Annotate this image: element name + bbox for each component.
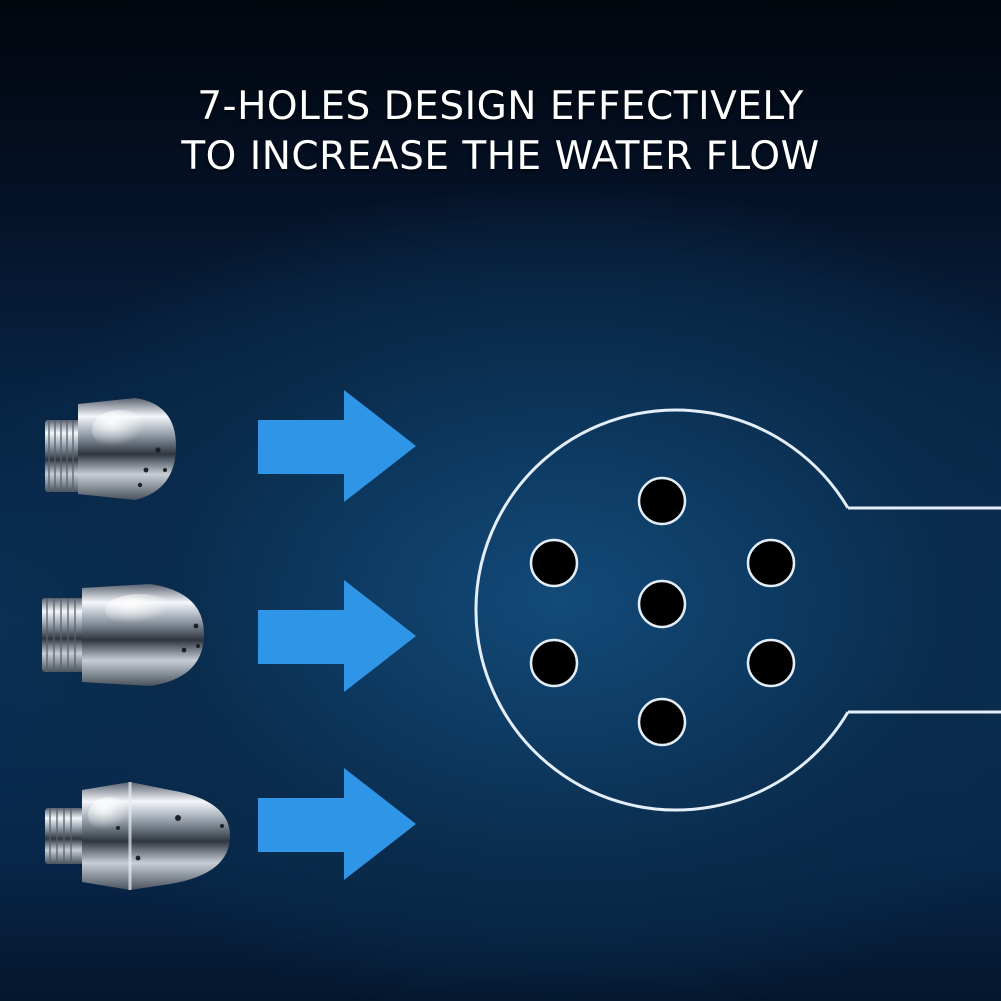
- nozzle-icon: [45, 398, 176, 500]
- headline-line-2: TO INCREASE THE WATER FLOW: [181, 134, 820, 179]
- spray-hole: [637, 579, 687, 629]
- nozzle-icon: [42, 584, 204, 686]
- arrow-right-icon: [258, 768, 416, 880]
- headline: 7-HOLES DESIGN EFFECTIVELY TO INCREASE T…: [0, 82, 1001, 182]
- shower-head-diagram: [474, 408, 1001, 812]
- spray-hole: [637, 697, 687, 747]
- spray-hole: [746, 538, 796, 588]
- arrow-right-icon: [258, 390, 416, 502]
- nozzle-icon: [45, 782, 230, 890]
- spray-hole: [746, 638, 796, 688]
- spray-holes: [529, 476, 796, 747]
- headline-line-1: 7-HOLES DESIGN EFFECTIVELY: [197, 84, 804, 129]
- spray-hole: [637, 476, 687, 526]
- arrow-right-icon: [258, 580, 416, 692]
- spray-hole: [529, 638, 579, 688]
- spray-hole: [529, 538, 579, 588]
